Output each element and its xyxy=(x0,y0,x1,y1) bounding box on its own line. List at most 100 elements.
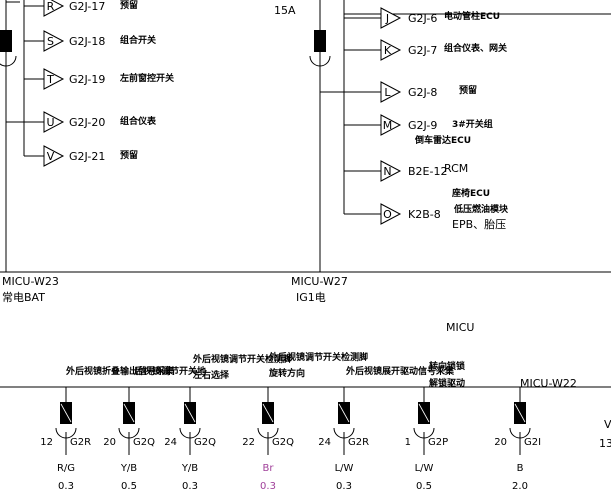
bottom-desc-8: 转向锁锁 xyxy=(429,360,465,372)
left-branch-code: G2J-20 xyxy=(69,116,105,129)
bottom-connector-size: 0.3 xyxy=(58,481,74,492)
bottom-desc-4: 左右选择 xyxy=(192,369,230,381)
micu-label: MICU xyxy=(446,321,474,334)
micu-w22-label: MICU-W22 xyxy=(520,377,577,390)
bottom-connector-pin: 24 xyxy=(318,437,331,448)
left-branch-desc: 预留 xyxy=(120,0,138,11)
right-branch-desc: 3#开关组 xyxy=(452,118,493,130)
right-branch-connector-n: N xyxy=(380,160,402,182)
left-branch-connector-r-letter: R xyxy=(47,0,55,13)
connector-w27 xyxy=(309,30,331,67)
right-branch-desc: 低压燃油模块 xyxy=(453,203,509,215)
bottom-connector-code: G2Q xyxy=(194,437,216,448)
micu-w27-sub-label: IG1电 xyxy=(296,291,326,304)
left-branch-code: G2J-18 xyxy=(69,35,105,48)
bottom-connector-code: G2Q xyxy=(272,437,294,448)
right-branch-g2j-8: L G2J-8 预留 xyxy=(344,81,477,103)
right-branch-desc: 组合仪表、网关 xyxy=(444,42,507,54)
bottom-connector-pin: 12 xyxy=(40,437,53,448)
bottom-connector-wire: Y/B xyxy=(120,463,137,474)
right-branch-g2j-6: J G2J-6 电动管柱ECU xyxy=(344,7,500,29)
right-branch-desc: 预留 xyxy=(459,84,477,96)
right-branch-code: G2J-6 xyxy=(408,12,437,25)
bottom-connector-size: 0.5 xyxy=(121,481,137,492)
right-branch-code: G2J-9 xyxy=(408,119,437,132)
right-branch-code: G2J-8 xyxy=(408,86,437,99)
right-branch-connector-o: O xyxy=(380,203,402,225)
left-branch-connector-v-letter: V xyxy=(47,150,55,163)
left-branches: R G2J-17 预留 S G2J-18 组合开关 T G2J-19 左前窗控开关 U G2J-20… xyxy=(6,0,174,167)
bottom-connector-pin: 22 xyxy=(242,437,255,448)
right-branch-connector-o-letter: O xyxy=(383,208,392,221)
bottom-connector-size: 0.3 xyxy=(182,481,198,492)
right-branch-code: G2J-7 xyxy=(408,44,437,57)
bottom-connector-code: G2R xyxy=(70,437,91,448)
right-branch-connector-l-letter: L xyxy=(384,86,391,99)
left-branch-desc: 左前窗控开关 xyxy=(119,72,174,84)
right-branch-desc: 倒车雷达ECU xyxy=(414,134,471,146)
bottom-connector-code: G2R xyxy=(348,437,369,448)
left-branch-g2j-20: U G2J-20 组合仪表 xyxy=(24,111,157,133)
micu-w27-label: MICU-W27 xyxy=(291,275,348,288)
left-branch-code: G2J-17 xyxy=(69,0,105,13)
frame-lines xyxy=(0,0,611,388)
bottom-desc-9: 解锁驱动 xyxy=(429,377,465,389)
left-branch-connector-s-letter: S xyxy=(47,35,54,48)
bottom-desc-1: 外后视镜折叠输出信号采集 xyxy=(65,365,175,377)
bottom-connector-wire: Br xyxy=(263,463,275,474)
connector-w23 xyxy=(0,30,17,67)
right-branch-desc: 电动管柱ECU xyxy=(444,10,500,22)
left-branch-connector-u-letter: U xyxy=(46,116,54,129)
right-branch-connector-n-letter: N xyxy=(383,165,391,178)
left-branch-connector-v: V xyxy=(43,145,65,167)
left-branch-connector-s: S xyxy=(43,30,65,52)
edge-v-label: V xyxy=(604,418,611,431)
right-branch-code: B2E-12 xyxy=(408,165,447,178)
left-branch-code: G2J-21 xyxy=(69,150,105,163)
bottom-connector-code: G2P xyxy=(428,437,448,448)
left-branch-g2j-17: R G2J-17 预留 xyxy=(24,0,138,17)
bottom-connector-pin: 20 xyxy=(103,437,116,448)
bottom-connector-1: 12 G2R R/G 0.3 xyxy=(40,387,91,492)
left-branch-g2j-21: V G2J-21 预留 xyxy=(24,145,138,167)
right-branch-connector-m-letter: M xyxy=(383,119,393,132)
right-branch-connector-j-letter: J xyxy=(385,12,389,25)
bottom-connector-pin: 1 xyxy=(405,437,411,448)
left-branch-desc: 组合仪表 xyxy=(120,115,157,127)
bottom-connector-pin: 20 xyxy=(494,437,507,448)
right-branch-g2j-7: K G2J-7 组合仪表、网关 xyxy=(344,39,507,61)
left-branch-connector-u: U xyxy=(43,111,65,133)
right-branch-connector-l: L xyxy=(380,81,402,103)
right-branch-code: K2B-8 xyxy=(408,208,441,221)
bottom-desc-7: 外后视镜展开驱动信号采集 xyxy=(345,365,455,377)
bottom-connector-wire: R/G xyxy=(57,463,75,474)
left-branch-desc: 组合开关 xyxy=(120,34,156,46)
left-branch-connector-t: T xyxy=(43,68,65,90)
bottom-connector-wire: L/W xyxy=(335,463,354,474)
left-branch-code: G2J-19 xyxy=(69,73,105,86)
right-branch-connector-j: J xyxy=(380,7,402,29)
left-branch-g2j-18: S G2J-18 组合开关 xyxy=(24,30,156,52)
right-branch-desc: RCM xyxy=(444,162,468,175)
edge-13-label: 13 xyxy=(599,437,611,450)
right-branch-connector-k-letter: K xyxy=(384,44,392,57)
bottom-desc-6: 旋转方向 xyxy=(268,367,305,379)
right-branch-connector-k: K xyxy=(380,39,402,61)
bottom-connector-size: 0.5 xyxy=(416,481,432,492)
bottom-connector-wire: L/W xyxy=(415,463,434,474)
bottom-descriptions: 外后视镜折叠输出信号采集 后视镜调节开关地 外后视镜调节开关检测脚 左右选择 外… xyxy=(65,351,465,389)
left-branch-desc: 预留 xyxy=(120,149,138,161)
bottom-connector-6: 1 G2P L/W 0.5 xyxy=(405,387,448,492)
bottom-desc-3: 外后视镜调节开关检测脚 xyxy=(192,353,292,365)
bottom-connector-size: 0.3 xyxy=(260,481,276,492)
left-branch-g2j-19: T G2J-19 左前窗控开关 xyxy=(24,68,174,90)
bottom-connector-wire: Y/B xyxy=(181,463,198,474)
bottom-desc-5: 外后视镜调节开关检测脚 xyxy=(268,351,368,363)
